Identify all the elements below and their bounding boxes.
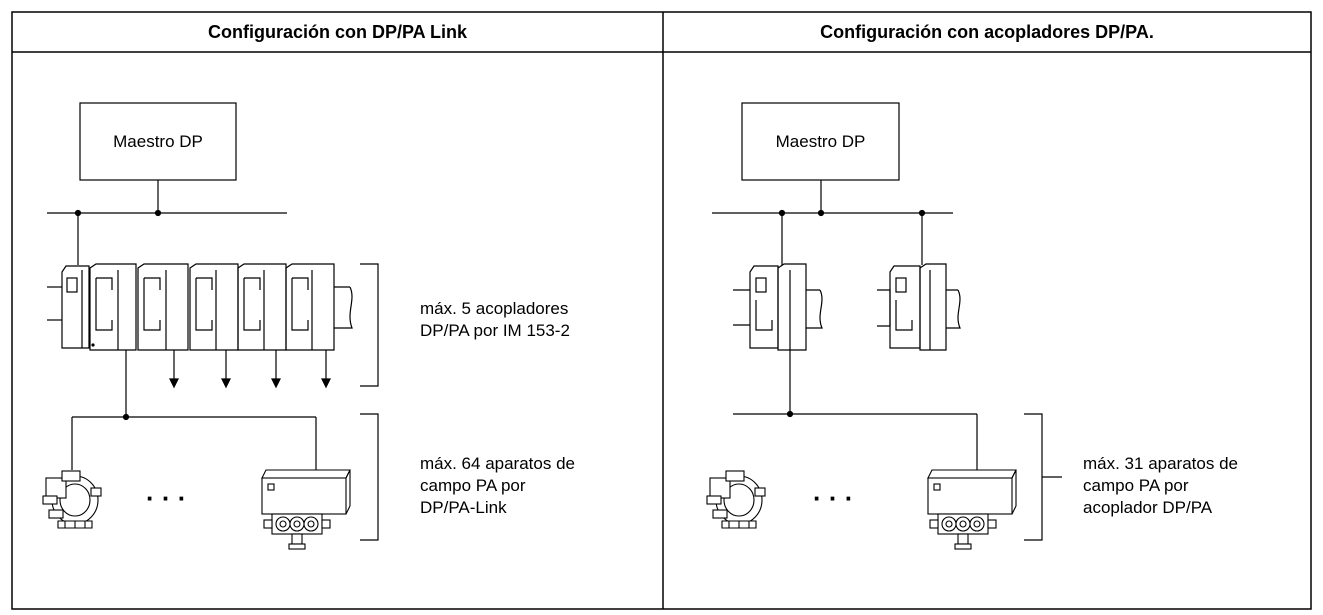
right-diagram — [712, 102, 1062, 541]
right-master-label: Maestro DP — [775, 131, 866, 151]
right-transmitter-icon — [706, 470, 766, 529]
left-transmitter-icon — [42, 470, 102, 529]
right-coupler-2 — [877, 263, 961, 351]
left-ellipsis: · · · — [146, 483, 187, 513]
right-devices-bracket — [1024, 413, 1043, 541]
left-module-rack — [47, 263, 353, 351]
left-devices-bracket — [360, 413, 379, 541]
right-devices-note: máx. 31 aparatos de campo PA por acoplad… — [1083, 454, 1238, 517]
right-column-header: Configuración con acopladores DP/PA. — [820, 21, 1154, 42]
left-master-label: Maestro DP — [113, 131, 203, 151]
right-ellipsis: · · · — [813, 483, 854, 513]
left-couplers-bracket — [360, 263, 379, 387]
left-positioner-icon — [261, 469, 351, 550]
right-coupler-1 — [733, 263, 823, 351]
left-devices-note: máx. 64 aparatos de campo PA por DP/PA-L… — [420, 454, 575, 517]
left-column-header: Configuración con DP/PA Link — [207, 21, 467, 42]
left-couplers-note: máx. 5 acopladores DP/PA por IM 153-2 — [420, 299, 570, 340]
right-positioner-icon — [927, 469, 1017, 550]
left-diagram — [47, 102, 379, 541]
table-frame — [11, 11, 1312, 610]
left-coupler-arrows — [169, 350, 331, 389]
